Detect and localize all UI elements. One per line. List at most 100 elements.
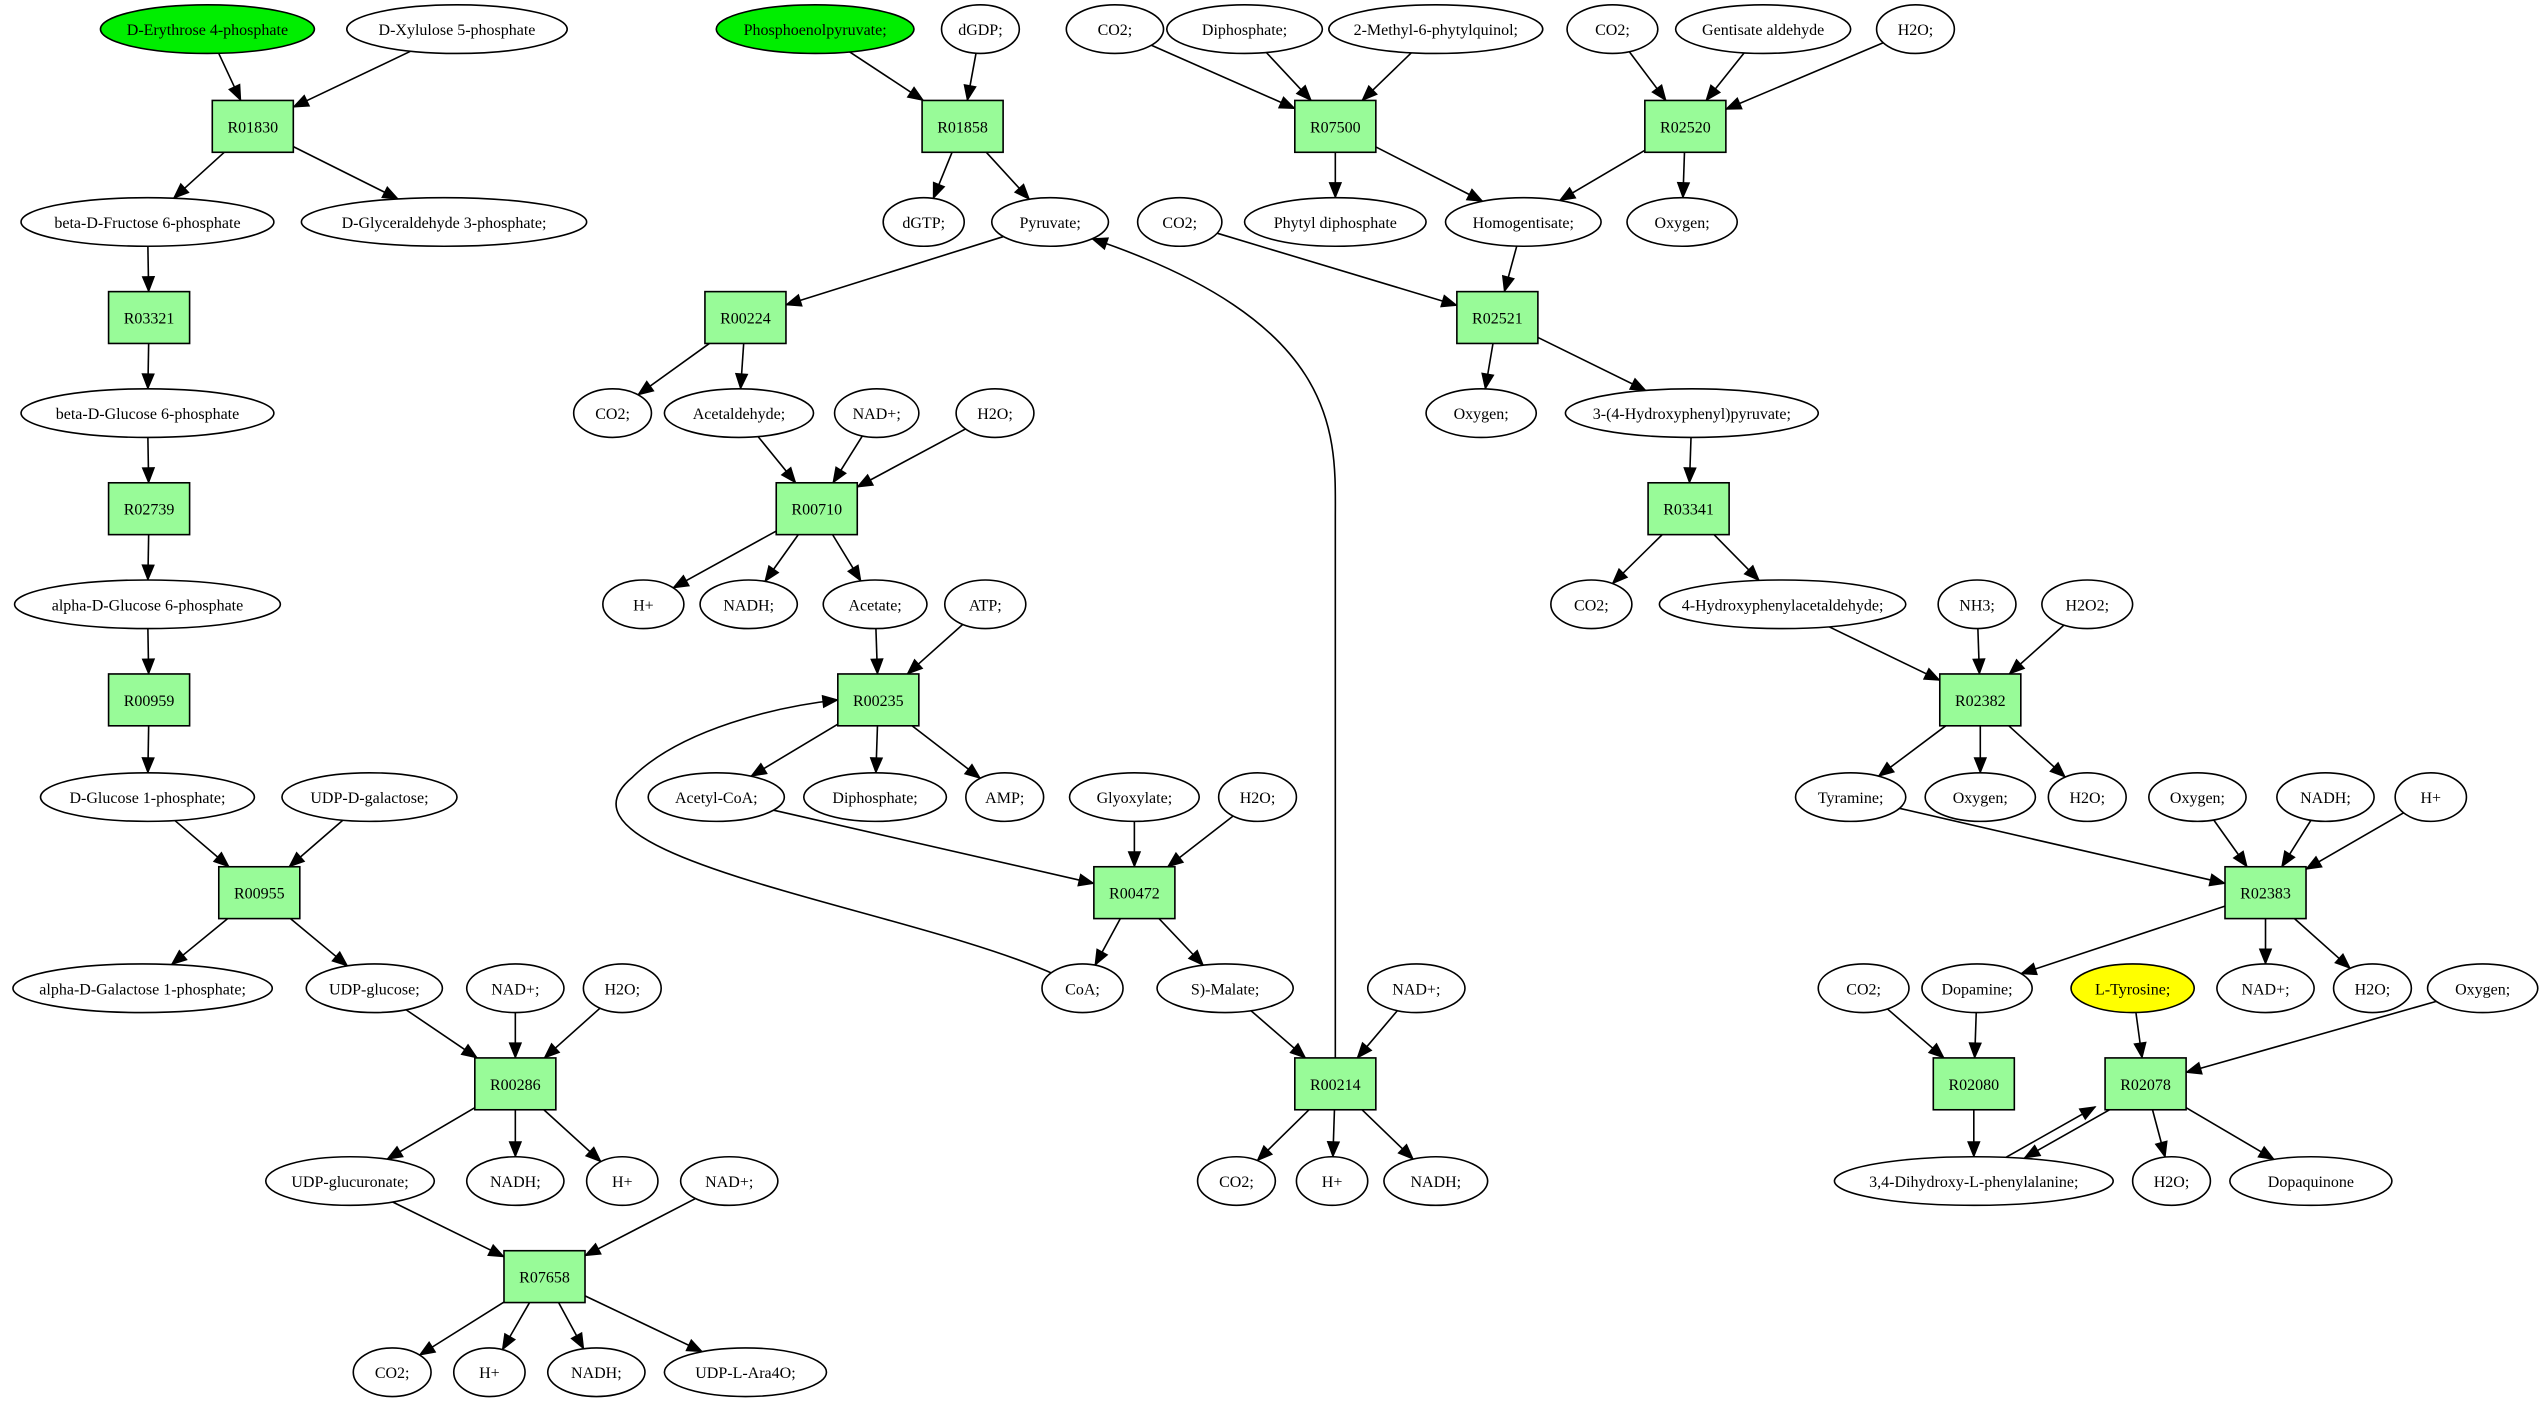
edge-m5-to-r07500-line [1151,44,1296,110]
metabolite-ellipse [2332,963,2413,1014]
metabolite-ellipse [1068,771,1200,823]
edge-r02521-to-m25 [1537,336,1648,392]
edge-m10-to-r02520-line [1725,42,1884,110]
edge-m14-to-r00224-arrowhead [784,293,803,307]
metabolite-h2o: H2O; [582,963,662,1014]
edge-r07658-to-m73-arrowhead [570,1331,585,1350]
reaction-r00959: R00959 [107,673,191,727]
edge-r02739-to-m26 [141,534,155,582]
edge-m46-to-r02383-arrowhead [2281,850,2296,868]
reaction-box [217,865,301,920]
edge-r02383-to-m58 [2258,918,2273,966]
metabolite-ellipse [833,388,920,439]
metabolite-ellipse [1924,771,2037,823]
reaction-r02078: R02078 [2104,1057,2187,1111]
edge-m60-to-r02078-arrowhead [2184,1061,2203,1075]
reaction-label: R00224 [720,311,771,328]
edge-m68-to-r02078-line [2004,1106,2096,1159]
reaction-r00472: R00472 [1093,865,1176,920]
metabolite-amp: AMP; [965,771,1045,823]
metabolite-label: NADH; [723,597,774,614]
metabolite-h2o: H2O; [1217,771,1298,823]
metabolite-nad: NAD+; [465,963,565,1014]
edge-m50-to-r00286 [508,1012,523,1060]
edge-r02078-to-m68 [2023,1106,2116,1159]
metabolite-ellipse [1165,4,1324,55]
edge-r03341-to-m32-arrowhead [1743,564,1761,582]
edge-m19-to-r02739-arrowhead [141,467,156,485]
reaction-label: R02080 [1948,1077,1999,1094]
metabolite-label: Oxygen; [2455,981,2510,998]
metabolite-ellipse [2131,1155,2212,1207]
edge-m49-to-r00286-arrowhead [460,1043,479,1059]
edge-m15-to-r02521-line [1216,232,1458,307]
metabolite-ellipse [281,771,458,823]
edge-m55-to-r02080-arrowhead [1927,1042,1945,1059]
metabolite-ellipse [943,579,1027,630]
metabolite-d-xylulose-5-phosphate: D-Xylulose 5-phosphate [345,4,568,55]
metabolite-l-tyrosine: L-Tyrosine; [2070,963,2196,1014]
reaction-box [704,290,787,345]
reaction-r00710: R00710 [775,481,859,536]
metabolite-s-malate: S)-Malate; [1156,963,1294,1014]
edge-m32-to-r02382-line [1828,626,1941,682]
metabolite-label: 3,4-Dihydroxy-L-phenylalanine; [1869,1174,2078,1191]
edge-m10-to-r02520 [1724,42,1884,110]
metabolite-phytyl-diphosphate: Phytyl diphosphate [1243,196,1427,248]
reaction-box [474,1057,557,1111]
metabolite-co2: CO2; [1550,579,1633,630]
edge-m7-to-r07500-arrowhead [1361,84,1378,102]
reaction-box [921,99,1004,154]
reaction-box [837,673,920,727]
edge-r01830-to-m11 [172,151,225,200]
edge-r03341-to-m32 [1713,534,1761,582]
edge-r01858-to-m13-arrowhead [932,181,946,200]
edge-r00235-to-m37 [749,723,839,777]
edge-m2-to-r01830-line [292,50,412,108]
edge-r00710-to-m27-arrowhead [672,574,691,589]
edge-m64-to-r07658 [583,1197,696,1257]
metabolite-label: H2O2; [2065,597,2109,614]
metabolite-ellipse [300,196,588,248]
reaction-box [1644,99,1727,154]
reaction-label: R00286 [490,1077,541,1094]
reaction-r02383: R02383 [2224,865,2307,920]
edge-r02080-to-m68-arrowhead [1967,1141,1981,1159]
metabolite-ellipse [1658,579,1907,630]
metabolite-ellipse [20,388,275,439]
metabolite-ellipse [1295,1155,1369,1207]
metabolite-co2: CO2; [1065,4,1165,55]
edge-r02382-to-m43 [1973,725,1988,775]
metabolite-label: NAD+; [1392,981,1440,998]
edge-r02078-to-m70-arrowhead [2257,1145,2276,1161]
edge-m34-to-r02382 [2008,624,2065,675]
edge-m37-to-r00472-line [773,809,1095,885]
edge-r00955-to-m48-arrowhead [170,949,188,966]
edge-m35-to-r00955-arrowhead [212,851,230,868]
edge-m53-to-r00214 [1250,1010,1307,1059]
reaction-box [1938,673,2022,727]
metabolite-h2o: H2O; [1875,4,1956,55]
edge-m61-to-r07658-line [392,1201,505,1258]
metabolite-ellipse [13,579,282,630]
metabolite-label: CO2; [1162,215,1197,232]
edge-m8-to-r02520 [1628,51,1667,102]
metabolite-glyoxylate: Glyoxylate; [1068,771,1200,823]
edge-r02520-to-m17-arrowhead [1558,186,1577,202]
metabolite-label: AMP; [985,790,1024,807]
metabolite-label: NADH; [2300,790,2351,807]
edge-r02383-to-m59 [2293,917,2352,970]
metabolite-dgdp: dGDP; [940,4,1021,55]
metabolite-ellipse [699,579,799,630]
edge-m23-to-r00710-line [856,428,966,488]
edge-m29-to-r00235-arrowhead [870,658,884,676]
edge-m10-to-r02520-arrowhead [1724,97,1743,110]
edge-m32-to-r02382 [1828,626,1941,682]
edge-m6-to-r07500-arrowhead [1295,84,1313,102]
reaction-box [1093,865,1176,920]
metabolite-oxygen: Oxygen; [2426,963,2539,1014]
metabolite-acetate: Acetate; [822,579,928,630]
metabolite-label: 3-(4-Hydroxyphenyl)pyruvate; [1593,406,1791,423]
edge-m46-to-r02383 [2281,819,2312,868]
edge-r00955-to-m49-arrowhead [331,950,349,967]
